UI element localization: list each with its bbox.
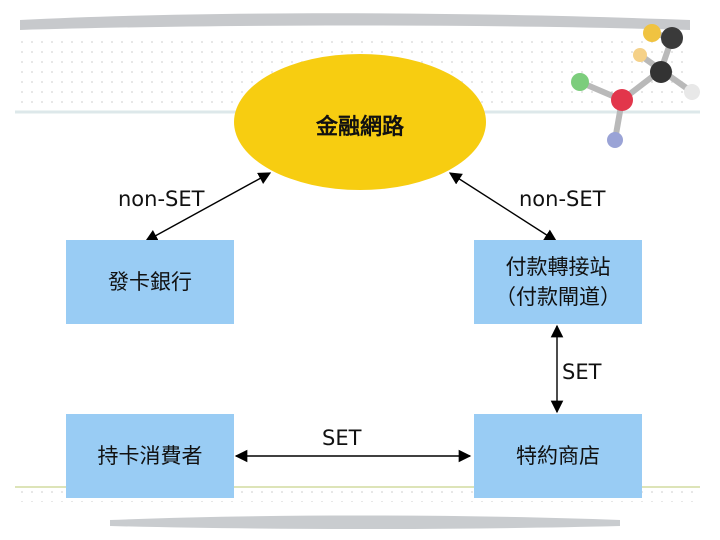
network-label: 金融網路 <box>315 115 404 140</box>
atom-orange-icon <box>633 48 647 62</box>
atom-yellow-icon <box>643 24 661 42</box>
edge-label-issuer-network: non-SET <box>118 187 205 211</box>
merchant-box: 特約商店 <box>474 414 642 498</box>
atom-carbon-icon <box>650 61 672 83</box>
atom-green-icon <box>571 73 589 91</box>
bottom-band <box>110 515 620 529</box>
issuer-box: 發卡銀行 <box>66 240 234 324</box>
edge-label-gateway-merchant: SET <box>562 360 602 384</box>
gateway-label-line1: 付款轉接站 <box>505 255 611 279</box>
edge-label-cardholder-merchant: SET <box>322 426 362 450</box>
atom-red-icon <box>611 89 633 111</box>
top-band <box>20 13 690 30</box>
merchant-label: 特約商店 <box>516 444 600 468</box>
arrow-network-gateway <box>448 172 558 242</box>
gateway-box: 付款轉接站 （付款閘道） <box>474 240 642 324</box>
edge-label-network-gateway: non-SET <box>519 187 606 211</box>
atom-white-icon <box>684 84 700 100</box>
cardholder-label: 持卡消費者 <box>97 444 203 468</box>
atom-blue-icon <box>607 132 623 148</box>
gateway-label-line2: （付款閘道） <box>495 285 621 309</box>
arrow-issuer-network <box>144 172 272 242</box>
cardholder-box: 持卡消費者 <box>66 414 234 498</box>
issuer-label: 發卡銀行 <box>108 270 192 294</box>
network-ellipse <box>234 54 486 190</box>
atom-dark-icon <box>661 27 683 49</box>
